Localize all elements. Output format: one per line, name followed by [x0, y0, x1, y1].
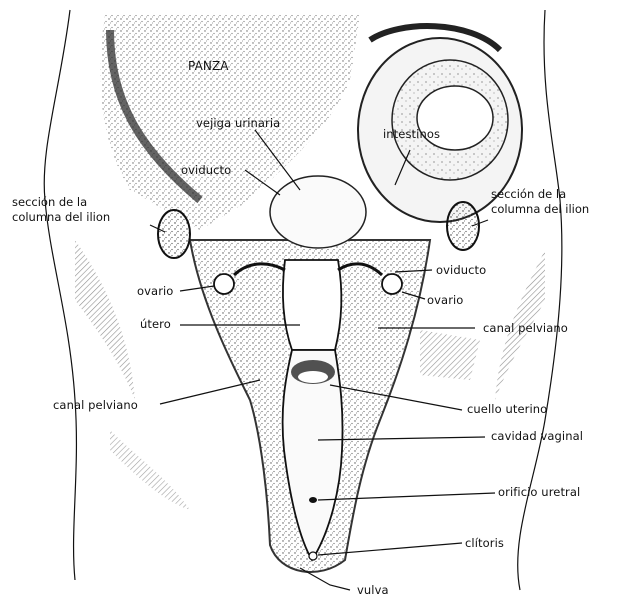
vejiga-shape	[270, 176, 366, 248]
label-seccion-left-line1: sección de la	[12, 195, 110, 210]
label-seccion-right-line1: sección de la	[491, 187, 589, 202]
label-utero: útero	[140, 318, 171, 331]
label-seccion-right-line2: columna del ilion	[491, 202, 589, 217]
label-oviducto-right: oviducto	[436, 264, 486, 277]
label-orificio-uretral: orificio uretral	[498, 486, 580, 499]
label-vulva: vulva	[357, 584, 389, 597]
label-seccion-left-line2: columna del ilion	[12, 210, 110, 225]
label-clitoris: clítoris	[465, 537, 504, 550]
label-ovario-left: ovario	[137, 285, 173, 298]
label-panza: PANZA	[188, 60, 229, 73]
label-intestinos: intestinos	[383, 128, 440, 141]
label-cuello-uterino: cuello uterino	[467, 403, 547, 416]
label-ovario-right: ovario	[427, 294, 463, 307]
label-seccion-ilion-right: sección de la columna del ilion	[491, 187, 589, 217]
label-cavidad-vaginal: cavidad vaginal	[491, 430, 583, 443]
label-seccion-ilion-left: sección de la columna del ilion	[12, 195, 110, 225]
label-canal-pelviano-left: canal pelviano	[53, 399, 138, 412]
ilion-section-left-shape	[158, 210, 190, 258]
label-canal-pelviano-right: canal pelviano	[483, 322, 568, 335]
label-oviducto-left: oviducto	[181, 164, 231, 177]
label-vejiga-urinaria: vejiga urinaria	[196, 117, 280, 130]
ilion-section-right-shape	[447, 202, 479, 250]
